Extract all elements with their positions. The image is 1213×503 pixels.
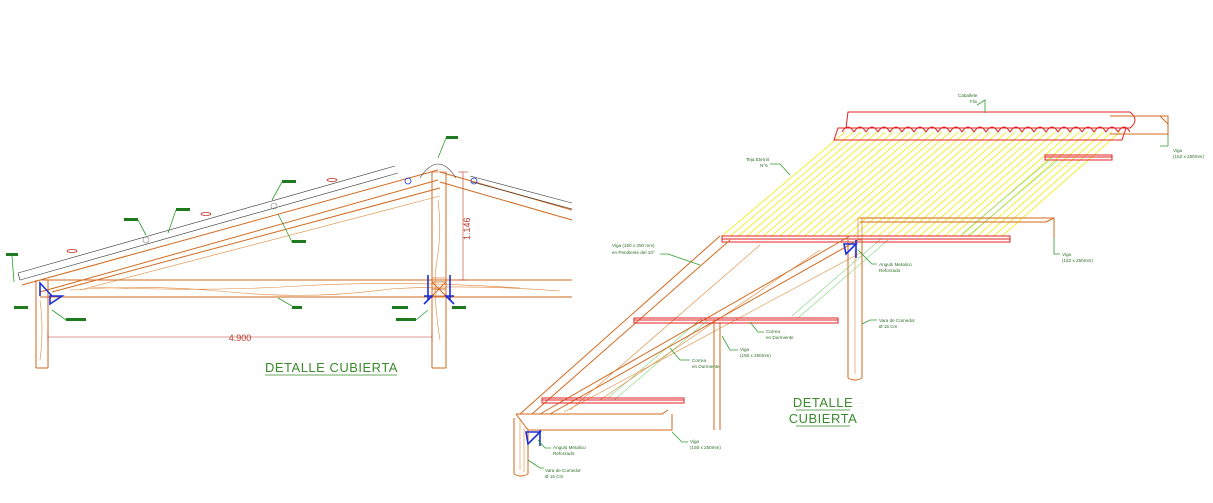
ridge-caballete — [833, 111, 1136, 141]
column-bottom — [513, 418, 529, 477]
leaders — [527, 99, 1169, 469]
purlin-center-red — [633, 317, 839, 324]
beam-top — [1110, 115, 1169, 135]
top-chord-left — [21, 169, 441, 293]
beam-middle — [860, 217, 1055, 238]
left-roof-section: 4.900 1.146 DETALLE CUBIERTA — [6, 136, 573, 376]
note-viga-mid-1: Viga — [1062, 252, 1072, 257]
note-caballete-1: Caballete — [958, 93, 978, 98]
purlin-bottom-red — [541, 397, 685, 404]
note-viga-mid-2: (152 x 250mm) — [1062, 258, 1093, 263]
roof-tiles — [721, 131, 1121, 237]
green-braces — [607, 157, 1059, 401]
column-right — [847, 217, 863, 381]
ridge-cap — [419, 163, 457, 179]
note-vara-bottom-1: Vara de Comedor — [545, 468, 581, 473]
note-viga-bottom-2: (150 x 250mm) — [690, 445, 721, 450]
note-viga-center-2: (150 x 250mm) — [740, 353, 771, 358]
note-angulo-bottom-2: Reforzado — [553, 451, 575, 456]
right-roof-isometric: Caballete Flix Teja Eternit N°6 Viga (15… — [513, 93, 1204, 479]
bracket-bottom — [525, 430, 542, 446]
note-correa-2-1: Correa — [692, 358, 706, 363]
purlin-top-red — [1044, 154, 1113, 161]
note-correa-2-2: en Durmiente — [692, 364, 720, 369]
note-viga-top-1: Viga — [1173, 148, 1183, 153]
dimension-height-label: 1.146 — [462, 217, 472, 240]
note-viga-bottom-1: Viga — [690, 439, 700, 444]
dimension-height: 1.146 — [458, 171, 472, 281]
sloped-rafters — [519, 235, 863, 415]
purlin-middle-red — [721, 235, 1011, 243]
note-caballete-2: Flix — [970, 99, 978, 104]
notes: Caballete Flix Teja Eternit N°6 Viga (15… — [545, 93, 1204, 479]
note-angulo-top-2: Reforzado — [879, 268, 901, 273]
fastener-marks — [66, 177, 478, 253]
dimension-span-label: 4.900 — [229, 333, 252, 343]
top-chord-right — [439, 171, 573, 221]
note-correa-1-1: Correa — [766, 329, 780, 334]
note-viga-top-2: (152 x 250mm) — [1173, 154, 1204, 159]
note-viga-pend-1: Viga (150 x 250 mm) — [612, 243, 655, 248]
note-teja-1: Teja Eternit — [746, 157, 770, 162]
left-post — [35, 280, 49, 369]
beam-bottom — [515, 409, 673, 431]
note-angulo-top-1: Angulo Metalico — [879, 262, 912, 267]
note-teja-2: N°6 — [760, 163, 768, 168]
king-post — [431, 171, 447, 369]
note-correa-1-2: en Durmiente — [766, 335, 794, 340]
note-vara-top-2: Ø 15 Cm — [879, 324, 898, 329]
bracket-king-post — [423, 275, 455, 305]
note-vara-bottom-2: Ø 15 Cm — [545, 474, 564, 479]
bracket-top-right — [843, 240, 858, 258]
note-vara-top-1: Vara de Comedor — [879, 318, 915, 323]
tie-beam — [40, 279, 572, 298]
note-viga-center-1: Viga — [740, 347, 750, 352]
left-detail-title: DETALLE CUBIERTA — [265, 360, 398, 375]
bracket-left — [39, 280, 65, 306]
note-viga-pend-2: en Pendiente del 10° — [612, 250, 655, 255]
note-angulo-bottom-1: Angulo Metalico — [553, 445, 586, 450]
right-detail-title-line2: CUBIERTA — [789, 411, 858, 426]
post-center — [713, 322, 721, 430]
leader-tags — [6, 136, 466, 321]
roof-sheet-left-slope — [17, 165, 399, 281]
dimension-span: 4.900 — [47, 332, 433, 343]
right-detail-title-line1: DETALLE — [793, 395, 853, 410]
